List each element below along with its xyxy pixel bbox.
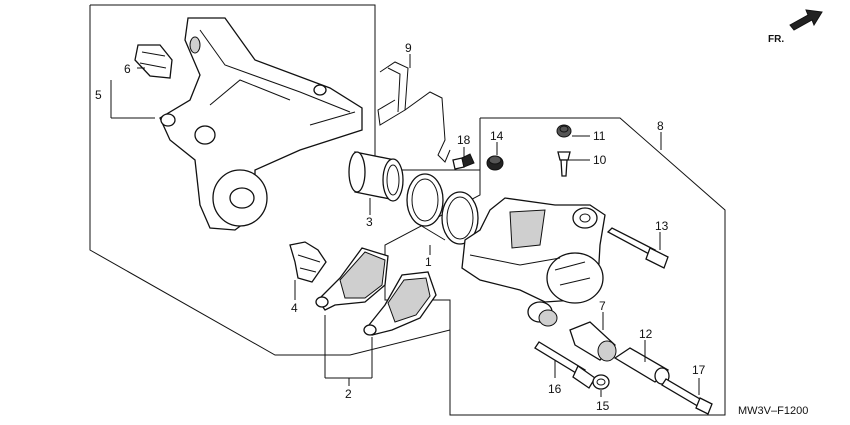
- retainer-clip-part: [134, 44, 173, 79]
- bleed-screw-part: [557, 151, 571, 177]
- callout-13: 13: [655, 219, 669, 233]
- front-direction-arrow: [789, 9, 823, 31]
- flange-bolt-part: [661, 378, 713, 415]
- callout-2: 2: [345, 387, 352, 401]
- brake-pad-inner: [315, 247, 389, 311]
- caliper-body-part: [461, 197, 606, 327]
- callout-4: 4: [291, 301, 298, 315]
- leader-lines: [110, 54, 700, 397]
- callout-18: 18: [457, 133, 471, 147]
- caliper-group-outline: [449, 117, 726, 416]
- diagram-code: MW3V–F1200: [738, 405, 808, 417]
- boot-part: [569, 321, 617, 362]
- callout-3: 3: [366, 215, 373, 229]
- callout-17: 17: [692, 363, 706, 377]
- callout-5: 5: [95, 88, 102, 102]
- slide-pin-sleeve-part: [613, 347, 670, 385]
- callout-8: 8: [657, 119, 664, 133]
- bushing-part: [592, 374, 610, 390]
- callout-1: 1: [425, 255, 432, 269]
- callout-11: 11: [593, 129, 606, 143]
- callout-10: 10: [593, 153, 607, 167]
- bolt-part: [452, 153, 475, 170]
- pad-spring-part: [289, 241, 327, 283]
- piston-seal-part: [406, 173, 479, 245]
- slide-pin-part: [534, 341, 596, 389]
- callout-16: 16: [548, 382, 562, 396]
- pin-plug-part: [486, 155, 504, 171]
- bleed-cap-part: [556, 124, 572, 138]
- caliper-bracket-part: [159, 17, 363, 231]
- pad-pin-part: [606, 227, 669, 269]
- callout-7: 7: [599, 299, 606, 313]
- callout-12: 12: [639, 327, 653, 341]
- direction-label: FR.: [768, 34, 784, 45]
- callout-6: 6: [124, 62, 131, 76]
- pad-retaining-spring-part: [377, 61, 451, 163]
- callout-14: 14: [490, 129, 504, 143]
- callout-9: 9: [405, 41, 412, 55]
- piston-part: [348, 151, 404, 202]
- brake-pad-outer: [363, 271, 437, 336]
- callout-15: 15: [596, 399, 610, 413]
